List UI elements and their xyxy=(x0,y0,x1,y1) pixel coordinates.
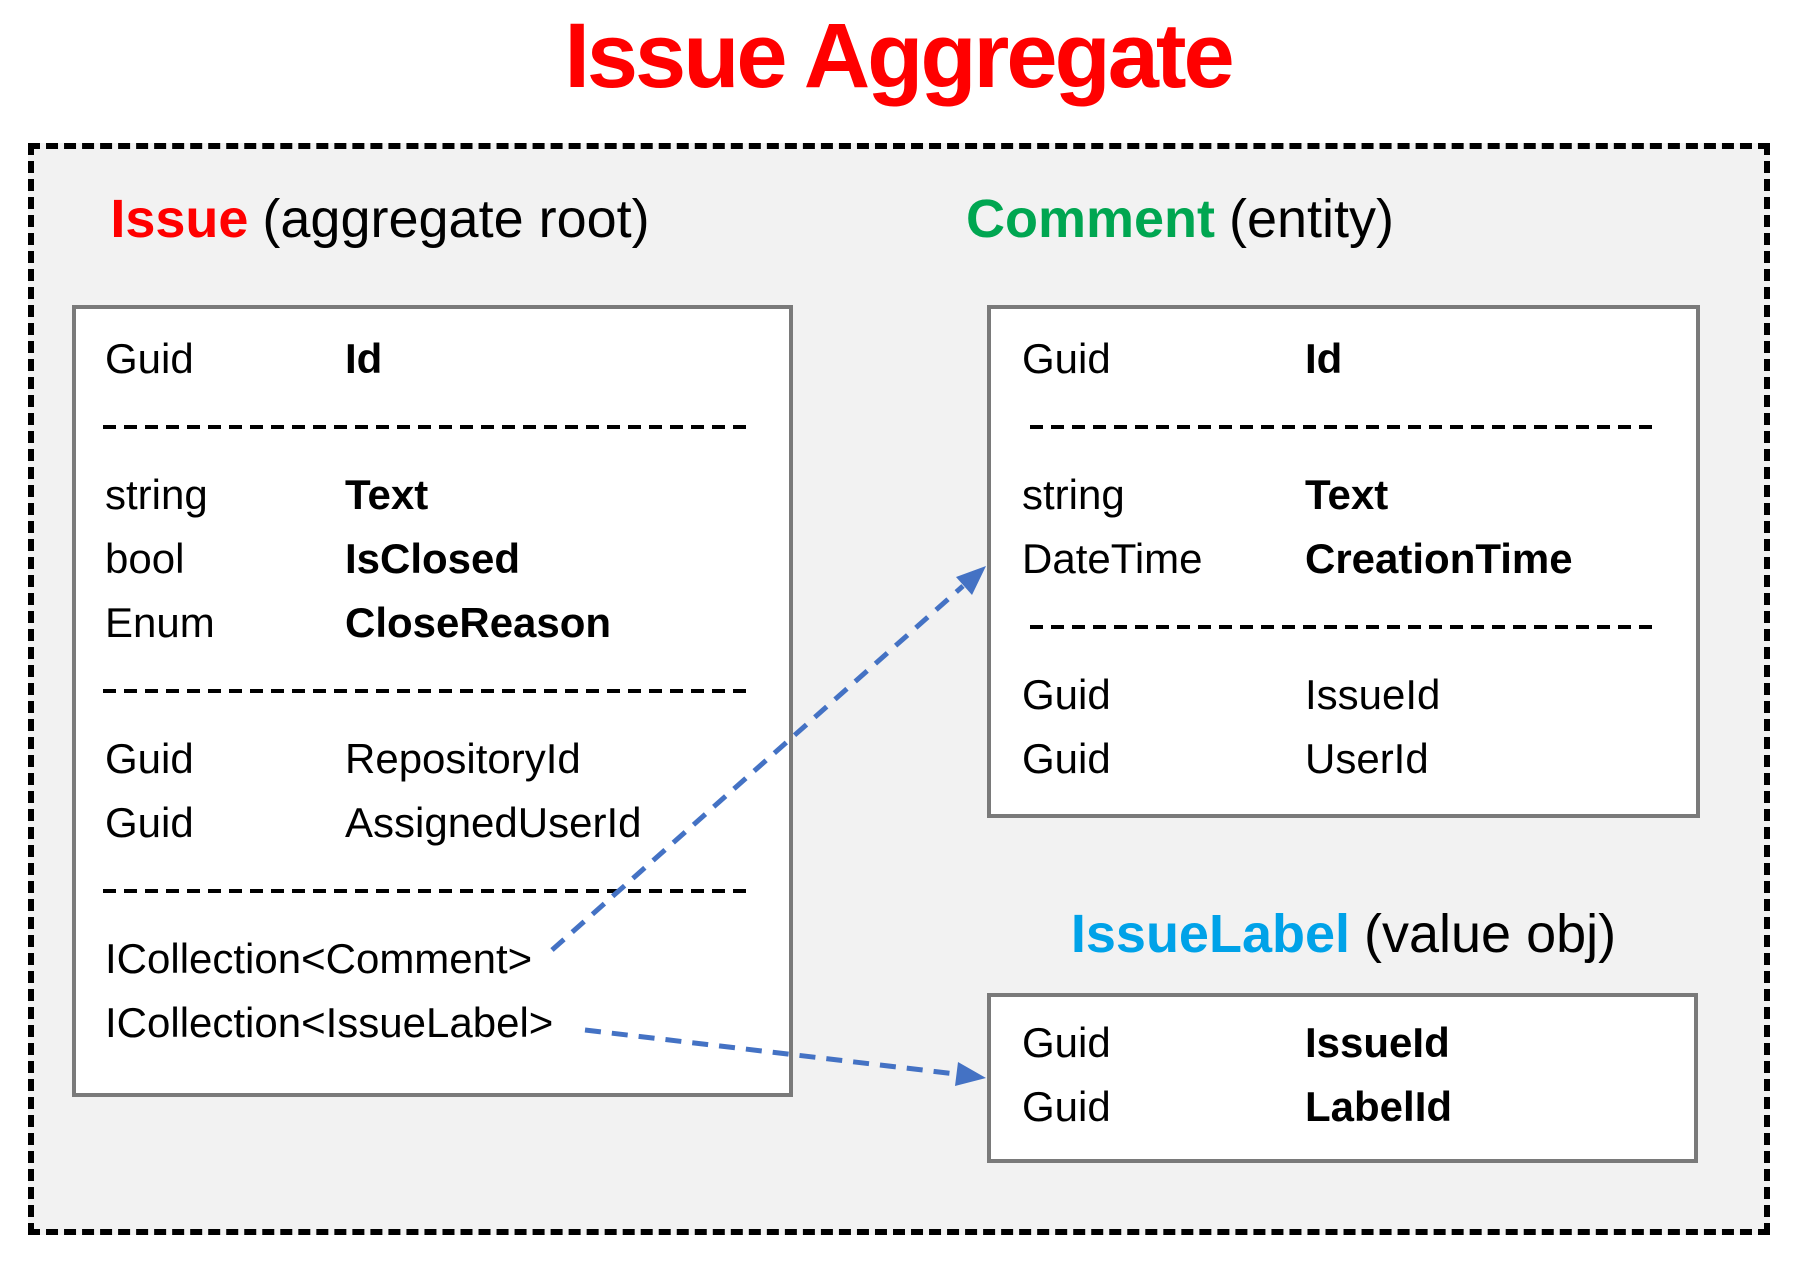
separator-line xyxy=(103,425,751,429)
member-name: Id xyxy=(345,335,383,382)
issue-header: Issue(aggregate root) xyxy=(55,186,705,252)
member-name: IssueId xyxy=(1305,671,1441,718)
member-name: AssignedUserId xyxy=(345,799,642,846)
comment-header: Comment(entity) xyxy=(890,186,1470,252)
issuelabel-valueobject-box: Guid IssueId Guid LabelId xyxy=(987,993,1698,1163)
comment-header-qualifier: (entity) xyxy=(1228,189,1395,249)
separator-line xyxy=(103,889,751,893)
member-row-id: Guid Id xyxy=(76,327,789,391)
separator-line xyxy=(1030,625,1654,629)
member-name: CreationTime xyxy=(1305,535,1573,582)
issue-entity-box: Guid Id string Text bool IsClosed Enum C… xyxy=(72,305,793,1097)
separator-line xyxy=(1030,425,1654,429)
member-name: LabelId xyxy=(1305,1083,1453,1130)
member-type: Guid xyxy=(1022,1083,1111,1130)
collection-member: ICollection<Comment> xyxy=(105,935,533,982)
member-name: IssueId xyxy=(1305,1019,1450,1066)
member-row-id: Guid Id xyxy=(991,327,1696,391)
member-name: IsClosed xyxy=(345,535,521,582)
member-type: Guid xyxy=(1022,335,1111,382)
issuelabel-header-name: IssueLabel xyxy=(1070,904,1350,964)
member-row-repositoryid: Guid RepositoryId xyxy=(76,727,789,791)
member-type: Guid xyxy=(105,799,194,846)
member-row-assigneduserid: Guid AssignedUserId xyxy=(76,791,789,855)
member-row-issuelabels-collection: ICollection<IssueLabel> xyxy=(76,991,789,1055)
member-type: DateTime xyxy=(1022,535,1203,582)
member-row-comments-collection: ICollection<Comment> xyxy=(76,927,789,991)
page-title: Issue Aggregate xyxy=(564,5,1234,107)
member-name: CloseReason xyxy=(345,599,612,646)
member-type: Guid xyxy=(105,735,194,782)
issuelabel-header-qualifier: (value obj) xyxy=(1364,904,1617,964)
member-row-text: string Text xyxy=(76,463,789,527)
member-type: string xyxy=(105,471,208,518)
separator-line xyxy=(103,689,751,693)
member-name: Id xyxy=(1305,335,1343,382)
member-row-issueid: Guid IssueId xyxy=(991,663,1696,727)
member-name: Text xyxy=(1305,471,1389,518)
member-type: Guid xyxy=(105,335,194,382)
issue-header-qualifier: (aggregate root) xyxy=(262,189,650,249)
issue-header-name: Issue xyxy=(110,189,249,249)
member-name: Text xyxy=(345,471,429,518)
member-type: Enum xyxy=(105,599,215,646)
member-name: RepositoryId xyxy=(345,735,581,782)
member-row-text: string Text xyxy=(991,463,1696,527)
member-row-isclosed: bool IsClosed xyxy=(76,527,789,591)
member-type: Guid xyxy=(1022,735,1111,782)
member-row-issueid: Guid IssueId xyxy=(991,1011,1694,1075)
member-name: UserId xyxy=(1305,735,1429,782)
member-row-labelid: Guid LabelId xyxy=(991,1075,1694,1139)
member-type: Guid xyxy=(1022,671,1111,718)
comment-header-name: Comment xyxy=(965,189,1215,249)
member-row-creationtime: DateTime CreationTime xyxy=(991,527,1696,591)
comment-entity-box: Guid Id string Text DateTime CreationTim… xyxy=(987,305,1700,818)
member-type: Guid xyxy=(1022,1019,1111,1066)
member-row-closereason: Enum CloseReason xyxy=(76,591,789,655)
member-row-userid: Guid UserId xyxy=(991,727,1696,791)
member-type: bool xyxy=(105,535,185,582)
collection-member: ICollection<IssueLabel> xyxy=(105,999,554,1046)
issuelabel-header: IssueLabel(value obj) xyxy=(987,901,1700,967)
member-type: string xyxy=(1022,471,1125,518)
